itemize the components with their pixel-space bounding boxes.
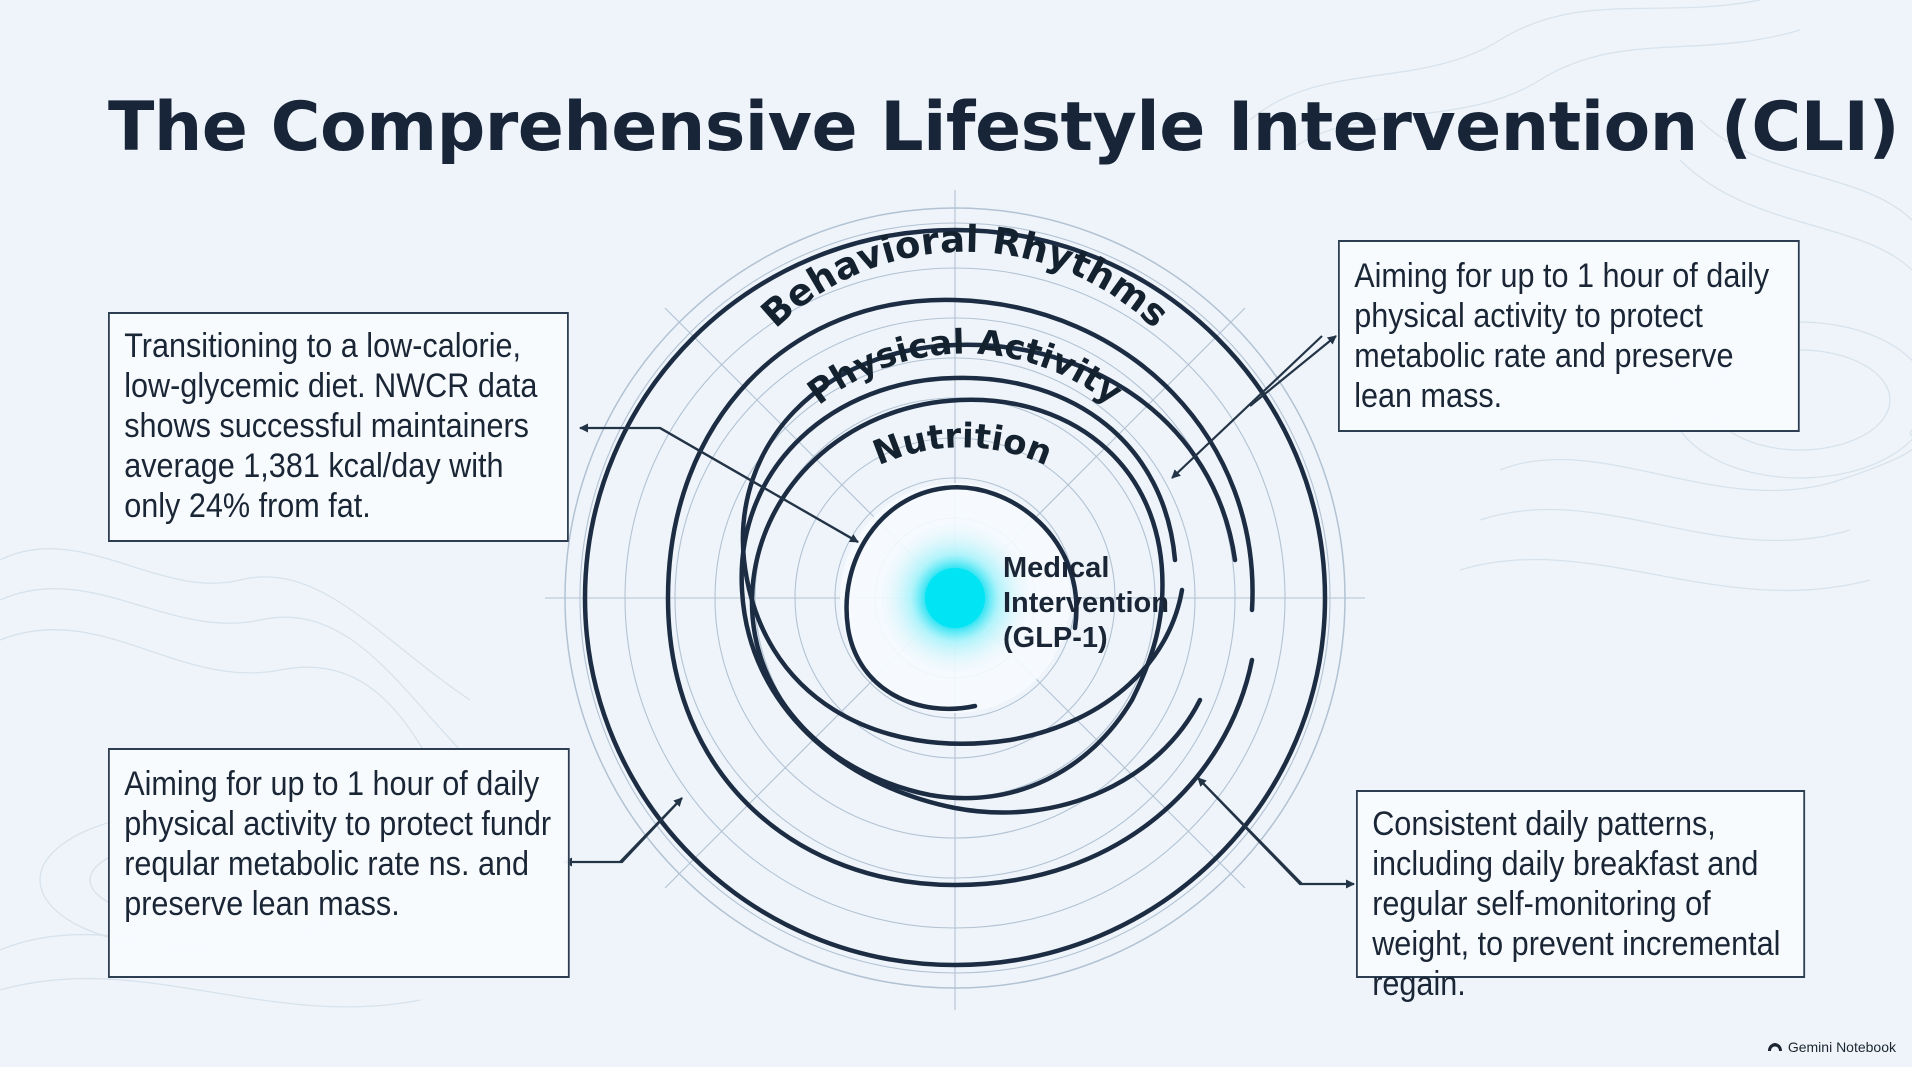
grid-rings bbox=[545, 190, 1365, 1010]
callout-physical-activity-bottom: Aiming for up to 1 hour of daily physica… bbox=[108, 748, 570, 978]
page-title: The Comprehensive Lifestyle Intervention… bbox=[108, 88, 1900, 167]
gemini-notebook-badge: Gemini Notebook bbox=[1767, 1039, 1896, 1055]
core-dot bbox=[925, 568, 985, 628]
arrow-physical-bottom-box bbox=[563, 797, 683, 867]
core-label: Medical Intervention (GLP-1) bbox=[1003, 552, 1169, 654]
spiral-rings bbox=[582, 227, 1328, 968]
callout-nutrition: Transitioning to a low-calorie, low-glyc… bbox=[108, 312, 569, 542]
arrow-nutrition-box bbox=[579, 423, 859, 543]
callout-physical-activity-top: Aiming for up to 1 hour of daily physica… bbox=[1338, 240, 1800, 432]
callout-behavioral-rhythms: Consistent daily patterns, including dai… bbox=[1356, 790, 1806, 1003]
arrow-behavioral-box bbox=[1197, 777, 1355, 889]
connector-arrows bbox=[563, 335, 1355, 889]
arrow-physical-top-ring bbox=[1171, 335, 1323, 479]
gemini-logo-icon bbox=[1767, 1043, 1782, 1051]
arrow-physical-top-box bbox=[1249, 335, 1337, 407]
svg-text:(GLP-1): (GLP-1) bbox=[1003, 622, 1108, 654]
arrow-nutrition-ring bbox=[659, 427, 859, 543]
ring-label-nutrition: Nutrition bbox=[868, 416, 1058, 474]
svg-text:Intervention: Intervention bbox=[1003, 587, 1169, 619]
badge-label: Gemini Notebook bbox=[1787, 1039, 1896, 1055]
svg-text:Medical: Medical bbox=[1003, 552, 1109, 584]
